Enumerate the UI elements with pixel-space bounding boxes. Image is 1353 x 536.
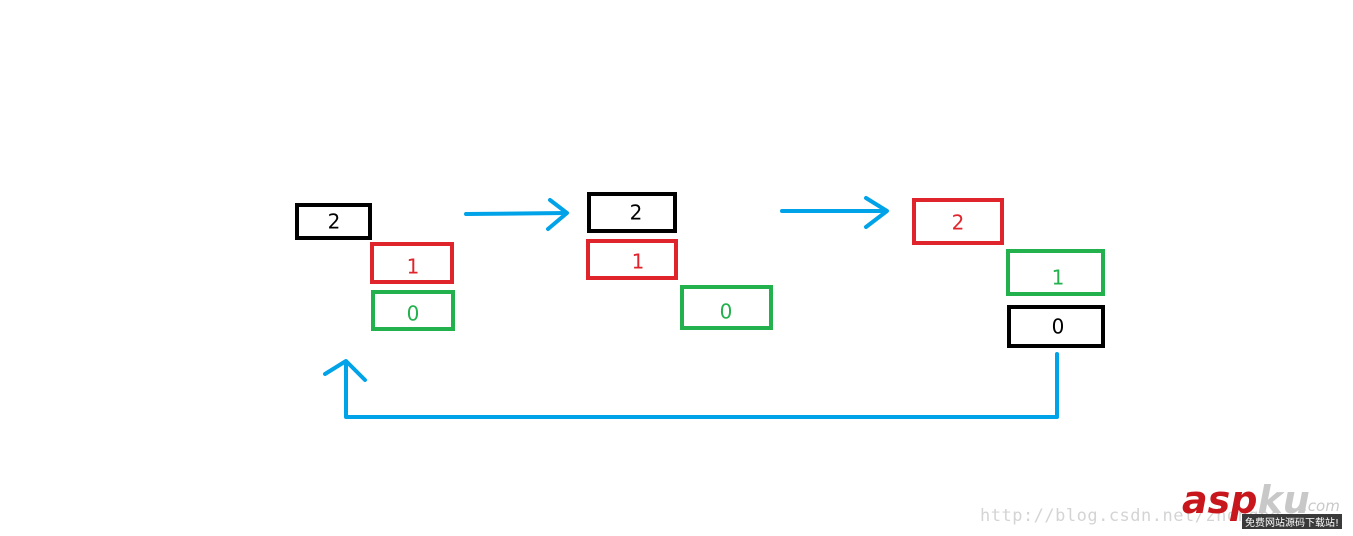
stage-1-box-0-label: 0	[407, 302, 420, 326]
stage-1: 2 1 0	[295, 203, 455, 331]
logo-com: .com	[1303, 497, 1340, 515]
stage-3-box-0	[1007, 305, 1105, 348]
stage-3: 2 1 0	[912, 198, 1105, 348]
site-logo: aspku .com 免费网站源码下载站!	[1180, 478, 1348, 534]
stage-1-box-1-label: 1	[407, 255, 420, 279]
stage-2-box-2-label: 2	[630, 201, 643, 225]
stage-3-box-1	[1006, 249, 1105, 296]
stage-2-box-1	[586, 239, 678, 280]
stage-2-box-1-label: 1	[632, 250, 645, 274]
stage-3-box-1-label: 1	[1052, 266, 1065, 290]
stage-2-box-0-label: 0	[720, 300, 733, 324]
arrow-stage-3-return-to-1	[323, 352, 1059, 419]
stage-3-box-0-label: 0	[1052, 315, 1065, 339]
stage-1-box-2	[295, 203, 372, 240]
arrow-stage-2-to-3	[780, 196, 889, 229]
stage-1-box-0	[371, 290, 455, 331]
stage-2-box-0	[680, 285, 773, 330]
stage-2: 2 1 0	[586, 192, 773, 330]
watermark-url: http://blog.csdn.net/zhonghe	[980, 506, 1281, 526]
stage-1-box-1	[370, 242, 454, 284]
logo-tagline: 免费网站源码下载站!	[1242, 514, 1343, 529]
arrow-stage-1-to-2	[464, 198, 569, 231]
stage-2-box-2	[587, 192, 677, 233]
stage-1-box-2-label: 2	[328, 210, 341, 234]
stage-3-box-2	[912, 198, 1004, 245]
stage-3-box-2-label: 2	[952, 211, 965, 235]
